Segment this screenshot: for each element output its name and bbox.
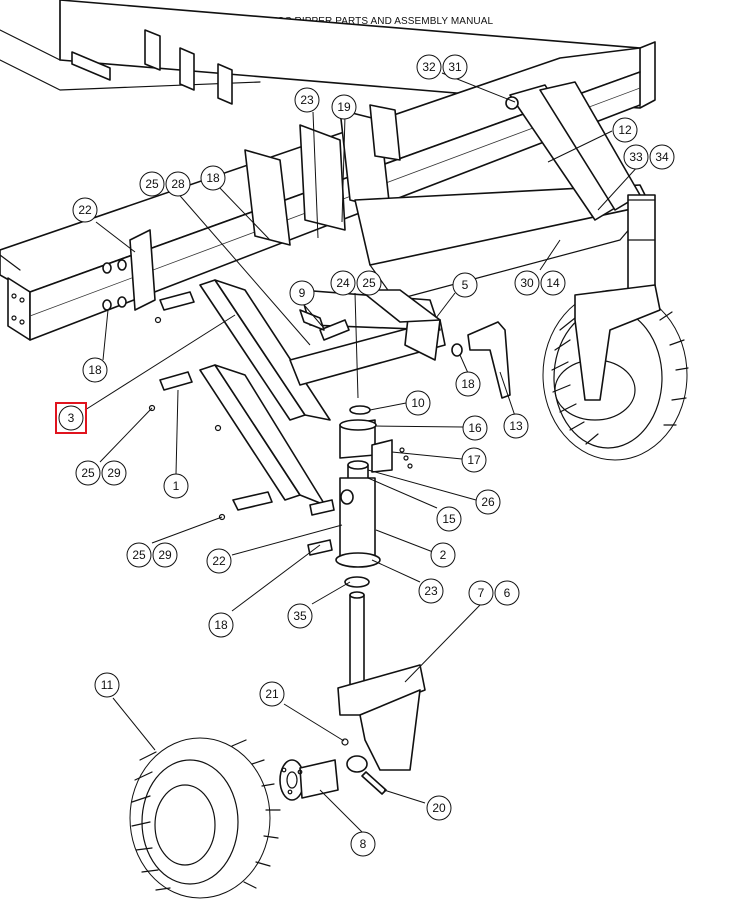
center-arm-assembly <box>102 229 446 521</box>
svg-text:8: 8 <box>360 837 367 851</box>
svg-text:2: 2 <box>440 548 447 562</box>
callout-34: 34 <box>649 144 675 170</box>
svg-text:18: 18 <box>461 377 475 391</box>
svg-text:9: 9 <box>299 286 306 300</box>
svg-text:33: 33 <box>629 150 643 164</box>
svg-text:3: 3 <box>68 411 75 425</box>
callout-5: 5 <box>452 272 478 298</box>
svg-text:25: 25 <box>132 548 146 562</box>
leader-lines <box>84 72 641 833</box>
callout-6: 6 <box>494 580 520 606</box>
svg-text:22: 22 <box>212 554 226 568</box>
svg-text:19: 19 <box>337 100 351 114</box>
svg-text:16: 16 <box>468 421 482 435</box>
main-frame <box>0 0 656 341</box>
svg-text:11: 11 <box>101 678 114 692</box>
svg-text:30: 30 <box>520 276 534 290</box>
callout-12: 12 <box>612 117 638 143</box>
svg-text:29: 29 <box>158 548 172 562</box>
callout-17: 17 <box>461 447 487 473</box>
svg-text:14: 14 <box>546 276 560 290</box>
svg-text:25: 25 <box>362 276 376 290</box>
callout-29: 29 <box>152 542 178 568</box>
callout-28: 28 <box>165 171 191 197</box>
callout-25: 25 <box>75 460 101 486</box>
svg-text:18: 18 <box>206 171 220 185</box>
svg-text:29: 29 <box>107 466 121 480</box>
callout-30: 30 <box>514 270 540 296</box>
callout-20: 20 <box>426 795 452 821</box>
callout-25: 25 <box>126 542 152 568</box>
callout-15: 15 <box>436 506 462 532</box>
svg-text:24: 24 <box>336 276 350 290</box>
callout-21: 21 <box>259 681 285 707</box>
right-gauge-wheel <box>542 284 689 461</box>
callout-24: 24 <box>330 270 356 296</box>
callout-14: 14 <box>540 270 566 296</box>
svg-text:22: 22 <box>78 203 92 217</box>
lower-wheel <box>129 737 281 899</box>
callout-22: 22 <box>72 197 98 223</box>
svg-text:7: 7 <box>478 586 485 600</box>
callout-35: 35 <box>287 603 313 629</box>
svg-text:18: 18 <box>214 618 228 632</box>
page-title: 9800 DISC RIPPER PARTS AND ASSEMBLY MANU… <box>241 16 494 27</box>
callout-32: 32 <box>416 54 442 80</box>
svg-text:18: 18 <box>88 363 102 377</box>
callout-8: 8 <box>350 831 376 857</box>
callout-23: 23 <box>418 578 444 604</box>
wheel-hub <box>279 759 339 801</box>
callout-10: 10 <box>405 390 431 416</box>
callout-11: 11 <box>94 672 120 698</box>
svg-text:15: 15 <box>442 512 456 526</box>
callout-22: 22 <box>206 548 232 574</box>
svg-text:17: 17 <box>467 453 481 467</box>
callout-13: 13 <box>503 413 529 439</box>
svg-text:32: 32 <box>422 60 436 74</box>
svg-text:21: 21 <box>265 687 279 701</box>
callout-1: 1 <box>163 473 189 499</box>
callout-18: 18 <box>455 371 481 397</box>
callout-3: 3 <box>58 405 84 431</box>
callout-31: 31 <box>442 54 468 80</box>
svg-text:35: 35 <box>293 609 307 623</box>
svg-text:12: 12 <box>618 123 632 137</box>
callout-2: 2 <box>430 542 456 568</box>
svg-text:23: 23 <box>300 93 314 107</box>
svg-text:23: 23 <box>424 584 438 598</box>
center-post-stack <box>307 321 511 795</box>
callout-18: 18 <box>208 612 234 638</box>
svg-text:1: 1 <box>173 479 180 493</box>
callout-9: 9 <box>289 280 315 306</box>
svg-text:6: 6 <box>504 586 511 600</box>
callouts: 32 31 23 19 12 33 34 25 28 18 22 9 24 25… <box>58 54 675 857</box>
svg-text:20: 20 <box>432 801 446 815</box>
svg-text:10: 10 <box>411 396 425 410</box>
callout-29: 29 <box>101 460 127 486</box>
callout-26: 26 <box>475 489 501 515</box>
svg-text:34: 34 <box>655 150 669 164</box>
svg-text:31: 31 <box>448 60 462 74</box>
svg-text:25: 25 <box>145 177 159 191</box>
callout-33: 33 <box>623 144 649 170</box>
callout-16: 16 <box>462 415 488 441</box>
svg-text:5: 5 <box>462 278 469 292</box>
callout-25: 25 <box>356 270 382 296</box>
callout-23: 23 <box>294 87 320 113</box>
callout-7: 7 <box>468 580 494 606</box>
svg-text:26: 26 <box>481 495 495 509</box>
callout-3-highlight <box>55 402 87 434</box>
svg-text:13: 13 <box>509 419 523 433</box>
callout-18: 18 <box>200 165 226 191</box>
svg-text:25: 25 <box>81 466 95 480</box>
callout-25: 25 <box>139 171 165 197</box>
svg-text:28: 28 <box>171 177 185 191</box>
callout-19: 19 <box>331 94 357 120</box>
callout-18: 18 <box>82 357 108 383</box>
